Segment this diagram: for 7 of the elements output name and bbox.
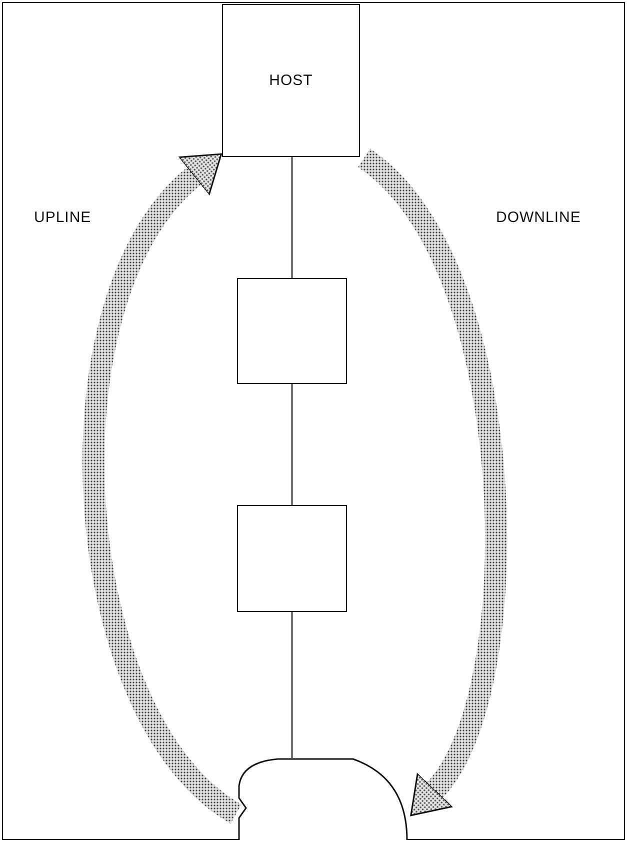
- connector-line: [291, 384, 293, 505]
- system-box: [222, 4, 360, 157]
- node-label: HOST: [269, 72, 313, 89]
- connector-line: [291, 157, 293, 278]
- system-box: [237, 505, 347, 612]
- connector-line: [291, 612, 293, 758]
- system-box: [237, 278, 347, 384]
